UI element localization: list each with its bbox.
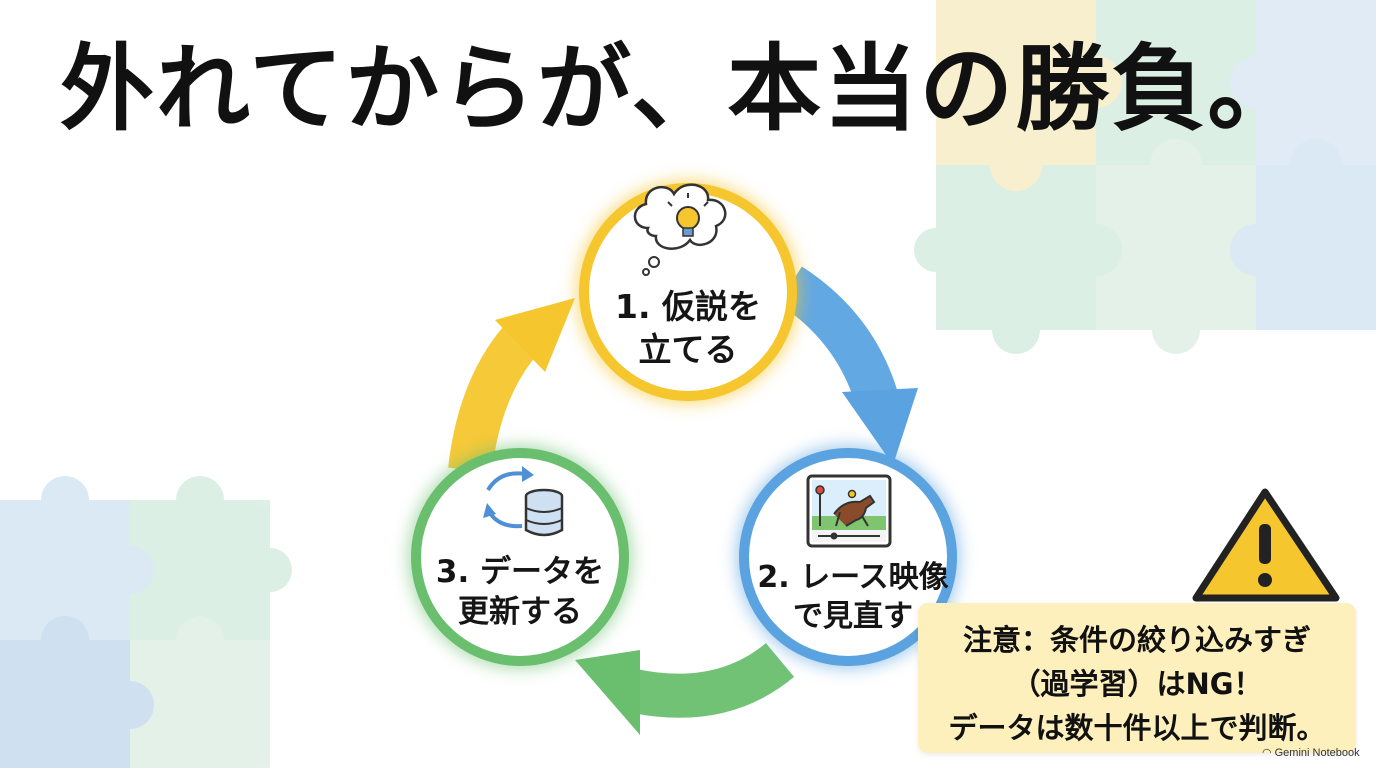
step1-line2: 立てる bbox=[638, 329, 738, 369]
step2-label: 2. レース映像 で見直す bbox=[748, 558, 958, 636]
arrow-step3-to-step1 bbox=[448, 298, 575, 473]
brand-text: Gemini Notebook bbox=[1274, 747, 1360, 759]
step2-line2: で見直す bbox=[793, 599, 913, 634]
lightbulb-thought-icon bbox=[633, 183, 727, 276]
database-sync-icon bbox=[483, 466, 564, 537]
brand-icon: ◠ bbox=[1262, 747, 1272, 759]
step1-circle bbox=[576, 180, 800, 404]
warning-note: 注意：条件の絞り込みすぎ （過学習）はNG！ データは数十件以上で判断。 bbox=[918, 603, 1356, 753]
arrow-step1-to-step2 bbox=[777, 266, 918, 465]
step2-circle bbox=[736, 445, 960, 669]
brand-label: ◠Gemini Notebook bbox=[1262, 746, 1360, 759]
step3-circle bbox=[408, 445, 632, 669]
warning-line1: 注意：条件の絞り込みすぎ bbox=[962, 623, 1311, 657]
page-title: 外れてからが、本当の勝負。 bbox=[60, 35, 1304, 144]
warning-line2: （過学習）はNG！ bbox=[1011, 667, 1263, 701]
step3-label: 3. データを 更新する bbox=[420, 552, 620, 633]
step1-line1: 1. 仮説を bbox=[615, 287, 761, 326]
warning-line3: データは数十件以上で判断。 bbox=[948, 711, 1326, 745]
arrow-step2-to-step3 bbox=[575, 642, 795, 735]
horse-race-video-icon bbox=[806, 474, 892, 548]
warning-icon bbox=[1192, 488, 1340, 602]
step3-line2: 更新する bbox=[458, 594, 582, 631]
step1-label: 1. 仮説を 立てる bbox=[588, 286, 788, 372]
step3-line1: 3. データを bbox=[435, 554, 605, 590]
step2-line1: 2. レース映像 bbox=[757, 560, 949, 595]
